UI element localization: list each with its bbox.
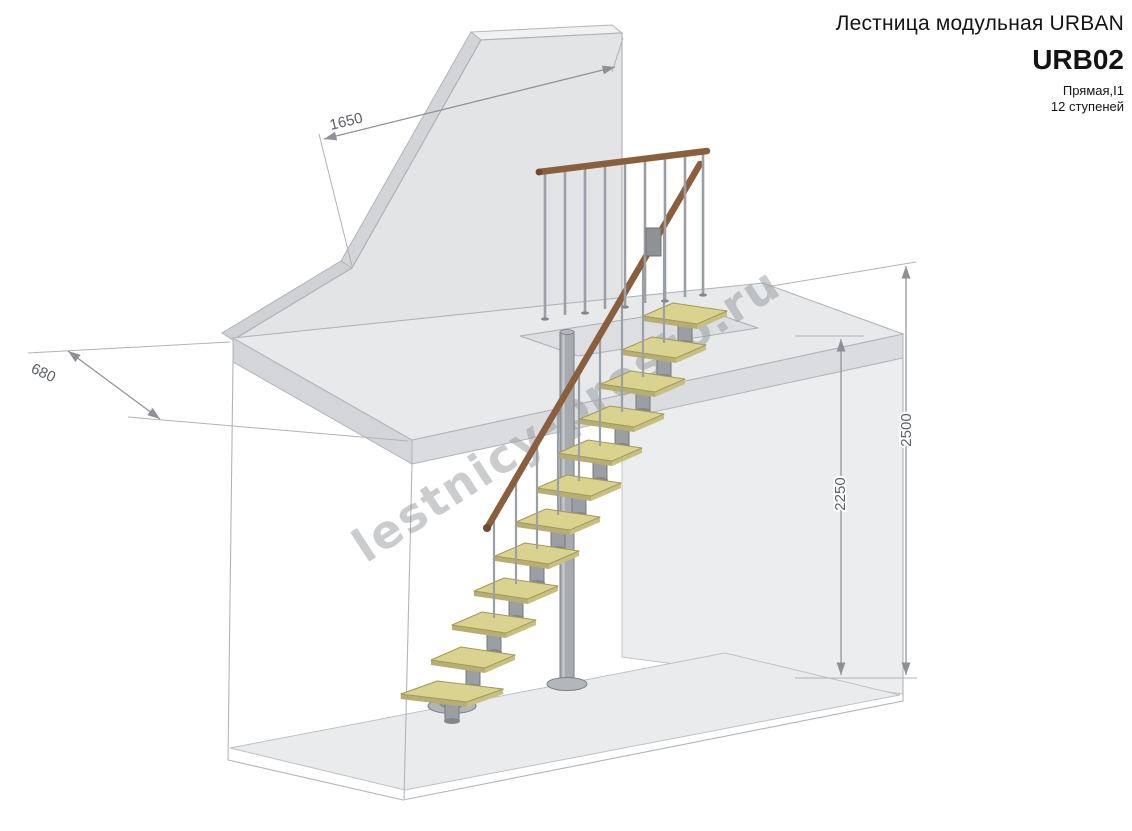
dim-label-2500: 2500: [898, 413, 915, 446]
dimension-ceiling-height: 2250: [795, 335, 864, 679]
dim-label-2250: 2250: [832, 477, 849, 510]
room-front-edge: [403, 463, 413, 800]
dimension-floor-to-floor: 2500: [765, 261, 917, 679]
back-wall: [221, 24, 624, 341]
product-title: Лестница модульная URBAN: [835, 12, 1124, 35]
dim-label-680: 680: [28, 360, 58, 386]
steps-count: 12 ступеней: [1050, 99, 1124, 114]
stair-step: [430, 646, 516, 674]
stair-type: Прямая,I1: [1062, 83, 1124, 98]
title-block: Лестница модульная URBAN URB02 Прямая,I1…: [836, 12, 1124, 114]
railing-end-cap: [535, 168, 543, 176]
staircase: [400, 147, 728, 725]
model-code: URB02: [1032, 44, 1124, 75]
handrail-end-cap: [483, 524, 491, 532]
mount-plate: [645, 227, 662, 257]
stair-balusters: [492, 227, 666, 618]
landing-guard-railing: [535, 147, 711, 321]
